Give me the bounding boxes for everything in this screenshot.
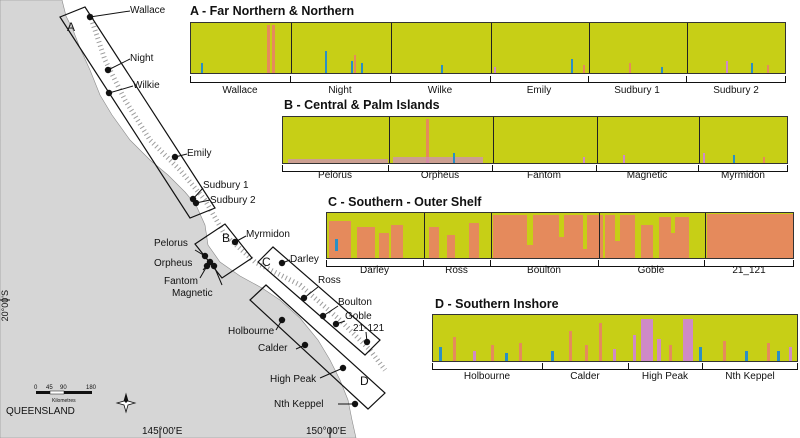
region-box-D	[249, 284, 386, 410]
panel-title-C: C - Southern - Outer Shelf	[328, 195, 482, 209]
scale-bar	[36, 390, 92, 395]
pop-label-magnetic: Magnetic	[626, 170, 668, 181]
pop-label-pelorus: Pelorus	[318, 170, 352, 181]
site-label-sudbury2: Sudbury 2	[210, 195, 256, 206]
panel-title-D: D - Southern Inshore	[435, 297, 559, 311]
pop-label-calder: Calder	[570, 371, 600, 382]
site-label-orpheus: Orpheus	[154, 258, 193, 269]
site-label-calder: Calder	[258, 343, 288, 354]
structure-bars-C	[329, 214, 793, 258]
panel-C: Darley Ross Boulton Goble 21_121	[326, 212, 794, 278]
region-box-C	[257, 246, 381, 356]
structure-plot-B	[282, 116, 788, 164]
pop-label-high-peak: High Peak	[641, 371, 689, 382]
site-label-night: Night	[130, 53, 154, 64]
structure-bars-B	[288, 119, 765, 163]
site-label-myrmidon: Myrmidon	[246, 229, 290, 240]
structure-plot-A	[190, 22, 786, 74]
queensland-landmass	[0, 0, 357, 438]
state-label: QUEENSLAND	[6, 406, 75, 417]
region-label-B: B	[222, 231, 231, 245]
latitude-label: 20°00'S	[0, 290, 10, 322]
site-label-boulton: Boulton	[338, 297, 372, 308]
longitude-label-145: 145°00'E	[142, 426, 183, 437]
region-label-C: C	[262, 255, 271, 269]
pop-label-myrmidon: Myrmidon	[721, 170, 765, 181]
site-label-wallace: Wallace	[130, 5, 166, 16]
pop-label-night: Night	[328, 85, 352, 96]
region-label-A: A	[67, 20, 76, 34]
site-label-21-121: 21-121	[353, 323, 385, 334]
site-label-fantom: Fantom	[164, 276, 198, 287]
pop-label-fantom: Fantom	[527, 170, 561, 181]
pop-label-holbourne: Holbourne	[463, 371, 511, 382]
panel-D: Holbourne Calder High Peak Nth Keppel	[432, 314, 798, 384]
site-label-sudbury1: Sudbury 1	[203, 180, 249, 191]
scale-tick-0: 0	[34, 385, 38, 391]
scale-unit: Kilometres	[52, 398, 76, 404]
site-label-goble: Goble	[345, 311, 372, 322]
compass-icon	[115, 392, 137, 414]
site-label-emily: Emily	[187, 148, 212, 159]
panel-title-B: B - Central & Palm Islands	[284, 98, 440, 112]
longitude-label-150: 150°00'E	[306, 426, 347, 437]
pop-label-boulton: Boulton	[527, 265, 561, 276]
site-label-magnetic: Magnetic	[172, 288, 213, 299]
site-label-nth-keppel: Nth Keppel	[274, 399, 324, 410]
panel-A: Wallace Night Wilke Emily Sudbury 1 Sudb…	[190, 22, 786, 96]
site-label-high-peak: High Peak	[270, 374, 317, 385]
site-label-holbourne: Holbourne	[228, 326, 275, 337]
panel-title-A: A - Far Northern & Northern	[190, 4, 355, 18]
region-box-A	[59, 6, 216, 219]
scale-tick-90: 90	[60, 385, 67, 391]
site-label-wilkie: Wilkie	[133, 80, 160, 91]
site-label-ross: Ross	[318, 275, 341, 286]
reef-map	[0, 0, 387, 438]
pop-label-nth-keppel: Nth Keppel	[725, 371, 775, 382]
panel-B: Pelorus Orpheus Fantom Magnetic Myrmidon	[282, 116, 788, 182]
pop-label-darley: Darley	[360, 265, 389, 276]
pop-label-sudbury2: Sudbury 2	[713, 85, 759, 96]
pop-label-21-121: 21_121	[732, 265, 766, 276]
pop-label-emily: Emily	[526, 85, 552, 96]
pop-label-ross: Ross	[445, 265, 468, 276]
reef-band	[87, 14, 387, 372]
leader-lines	[89, 10, 368, 405]
scale-tick-180: 180	[86, 385, 97, 391]
site-label-pelorus: Pelorus	[154, 238, 188, 249]
structure-bars-A	[201, 25, 769, 73]
pop-label-sudbury1: Sudbury 1	[614, 85, 660, 96]
scale-tick-45: 45	[46, 385, 53, 391]
region-label-D: D	[360, 374, 369, 388]
structure-plot-D	[432, 314, 798, 362]
pop-label-wallace: Wallace	[222, 85, 258, 96]
site-label-darley: Darley	[290, 254, 319, 265]
structure-plot-C	[326, 212, 794, 259]
pop-label-goble: Goble	[637, 265, 665, 276]
structure-bars-D	[439, 319, 792, 361]
pop-label-orpheus: Orpheus	[420, 170, 460, 181]
pop-label-wilke: Wilke	[427, 85, 453, 96]
